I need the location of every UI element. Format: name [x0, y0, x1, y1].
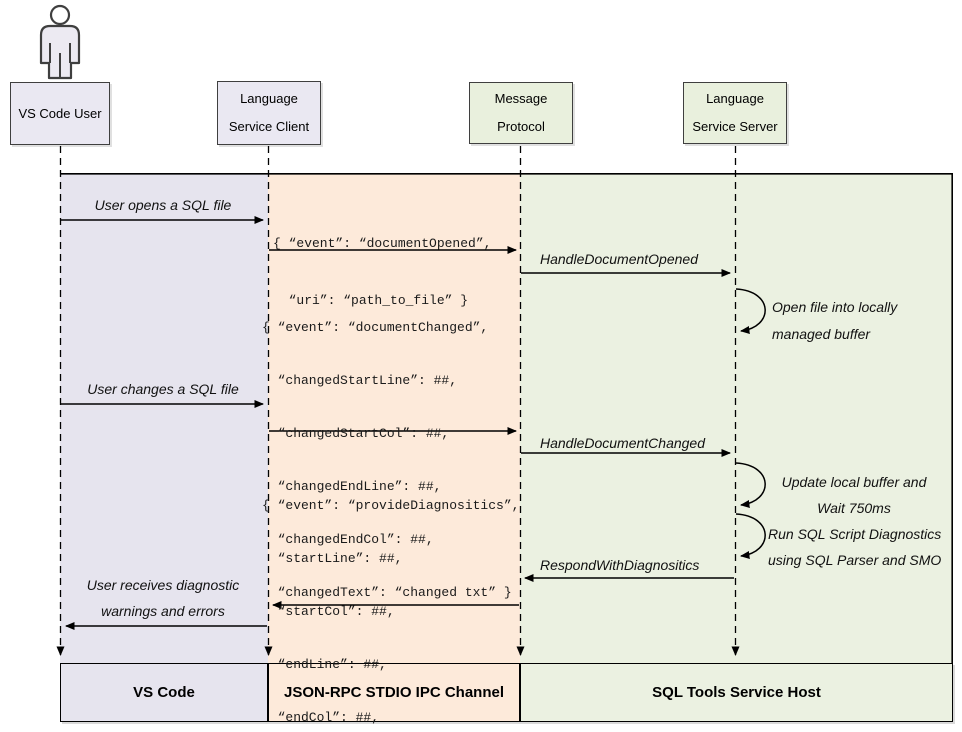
lane-service-host	[520, 173, 953, 663]
payload-document-changed: { “event”: “documentChanged”, “changedSt…	[262, 286, 512, 634]
actor-label-message-protocol: Message Protocol	[494, 91, 548, 134]
actor-label-language-service-server: Language Service Server	[692, 91, 778, 134]
message-label-user-receives-diagnostics: User receives diagnostic warnings and er…	[86, 577, 240, 619]
message-label-user-changes-file: User changes a SQL file	[87, 381, 239, 397]
payload-line: “endLine”: ##,	[262, 657, 387, 672]
system-box-ipc-channel: JSON-RPC STDIO IPC Channel	[268, 663, 520, 722]
message-label-respond-with-diagnostics: RespondWithDiagnositics	[540, 557, 700, 573]
payload-line: “changedText”: “changed txt” }	[262, 585, 512, 600]
actor-label-vscode-user: VS Code User	[18, 105, 102, 121]
payload-line: “changedEndLine”: ##,	[262, 479, 442, 494]
payload-line: “startCol”: ##,	[262, 604, 395, 619]
system-box-vscode: VS Code	[60, 663, 268, 722]
actor-box-message-protocol: Message Protocol	[469, 82, 573, 144]
payload-line: “endCol”: ##,	[262, 710, 380, 725]
lane-vscode	[60, 173, 268, 663]
system-label-vscode: VS Code	[133, 684, 195, 701]
user-actor-icon	[39, 4, 81, 80]
note-run-diagnostics: Run SQL Script Diagnostics using SQL Par…	[768, 526, 942, 568]
system-label-ipc-channel: JSON-RPC STDIO IPC Channel	[283, 684, 505, 701]
payload-line: “changedEndCol”: ##,	[262, 532, 434, 547]
actor-box-language-service-client: Language Service Client	[217, 81, 321, 145]
system-box-service-host: SQL Tools Service Host	[520, 663, 953, 722]
actor-box-language-service-server: Language Service Server	[683, 82, 787, 144]
payload-line: “uri”: “path_to_file” }	[273, 293, 469, 308]
payload-line: { “event”: “documentOpened”,	[273, 236, 492, 251]
payload-line: “changedStartCol”: ##,	[262, 426, 450, 441]
payload-document-opened: { “event”: “documentOpened”, “uri”: “pat…	[273, 200, 491, 344]
actor-box-vscode-user: VS Code User	[10, 82, 110, 145]
payload-line: { “event”: “provideDiagnositics”,	[262, 498, 520, 513]
payload-line: “changedStartLine”: ##,	[262, 373, 458, 388]
message-label-handle-document-changed: HandleDocumentChanged	[540, 435, 705, 451]
payload-line: “startLine”: ##,	[262, 551, 403, 566]
actor-label-language-service-client: Language Service Client	[228, 91, 310, 134]
message-label-handle-document-opened: HandleDocumentOpened	[540, 251, 698, 267]
payload-line: { “event”: “documentChanged”,	[262, 320, 489, 335]
system-label-service-host: SQL Tools Service Host	[652, 684, 821, 701]
payload-provide-diagnostics: { “event”: “provideDiagnositics”, “start…	[262, 464, 519, 732]
lane-ipc-channel	[268, 173, 520, 663]
note-open-buffer: Open file into locally managed buffer	[772, 299, 898, 342]
note-update-buffer: Update local buffer and Wait 750ms	[781, 474, 927, 516]
message-label-user-opens-file: User opens a SQL file	[94, 197, 232, 213]
